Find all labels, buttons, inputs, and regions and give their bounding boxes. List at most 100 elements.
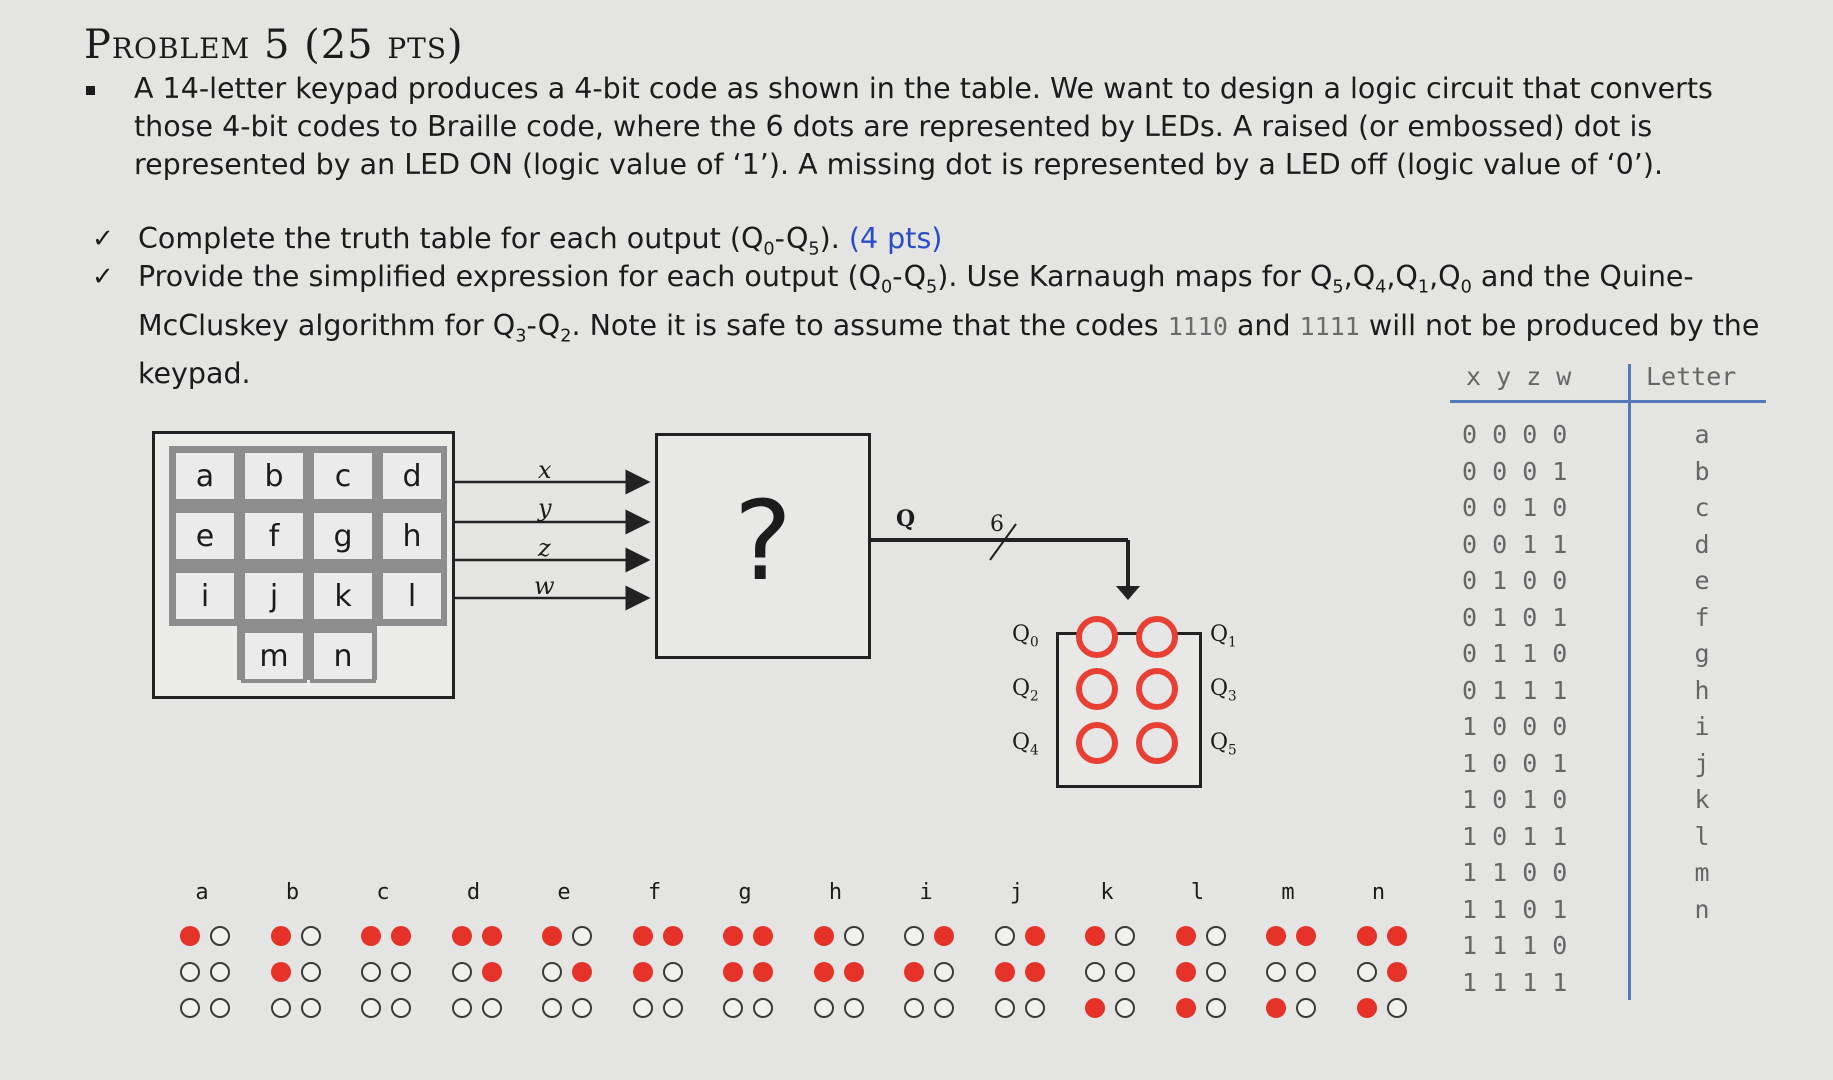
braille-dot xyxy=(361,962,381,982)
braille-dot xyxy=(1085,998,1105,1018)
tt-column-rule xyxy=(1628,364,1631,1000)
braille-dot xyxy=(451,962,472,982)
braille-dot xyxy=(1356,998,1377,1018)
braille-dot xyxy=(542,998,562,1018)
braille-dot xyxy=(572,962,592,982)
braille-dot xyxy=(1386,962,1407,982)
braille-letter-e: e xyxy=(557,880,571,905)
braille-letter-j: j xyxy=(1009,880,1024,905)
braille-dot xyxy=(904,962,924,982)
braille-dot xyxy=(723,926,743,946)
braille-letter-h: h xyxy=(828,880,843,905)
sub: 2 xyxy=(560,326,572,347)
braille-dot xyxy=(904,998,924,1018)
tt-header-letter: Letter xyxy=(1646,362,1737,391)
led-q3 xyxy=(1136,668,1178,710)
braille-dot xyxy=(300,926,321,946)
braille-dot xyxy=(723,962,743,982)
tt-code: 0 0 1 0 xyxy=(1462,493,1568,522)
braille-dot xyxy=(1266,926,1286,946)
tt-letter: m xyxy=(1694,858,1710,887)
problem-title: Problem 5 (25 pts) xyxy=(84,22,464,68)
tt-letter: g xyxy=(1694,639,1710,668)
sub: 1 xyxy=(1417,277,1430,298)
led-q0 xyxy=(1076,616,1118,658)
braille-dot xyxy=(300,962,321,982)
t: ). xyxy=(819,222,849,255)
tt-letter: h xyxy=(1694,675,1710,705)
task-2: Provide the simplified expression for ea… xyxy=(138,258,1788,393)
braille-dot xyxy=(843,998,864,1018)
braille-dot xyxy=(1085,962,1105,982)
t: and xyxy=(1227,308,1300,342)
tt-code: 0 0 0 1 xyxy=(1462,456,1568,486)
braille-dot xyxy=(300,998,321,1018)
braille-letter-c: c xyxy=(376,880,390,905)
braille-dot xyxy=(1356,962,1377,982)
braille-dot xyxy=(1205,998,1226,1018)
sub: 0 xyxy=(1030,634,1039,651)
t: -Q xyxy=(892,260,927,293)
intro-paragraph: A 14-letter keypad produces a 4-bit code… xyxy=(134,72,1713,181)
braille-dot xyxy=(481,998,502,1018)
braille-dot xyxy=(451,998,472,1018)
t: and the Quine-McCluskey algorithm for Q xyxy=(138,260,1694,342)
code-1111: 1111 xyxy=(1299,311,1360,341)
braille-dot xyxy=(843,926,864,946)
sub: 5 xyxy=(1228,742,1237,759)
braille-dot xyxy=(542,926,562,946)
braille-dot xyxy=(753,962,773,982)
tt-letter: l xyxy=(1694,821,1710,851)
braille-dot xyxy=(632,998,653,1018)
sub: 5 xyxy=(1332,277,1344,298)
tt-code: 1 1 0 1 xyxy=(1462,894,1568,924)
tt-code: 1 0 0 0 xyxy=(1462,712,1568,741)
bullet-marker xyxy=(86,86,95,95)
tt-letter: n xyxy=(1694,894,1710,924)
sub: 4 xyxy=(1375,277,1387,298)
braille-dot xyxy=(632,926,653,946)
key-b: b xyxy=(241,449,307,503)
tt-code: 1 0 0 1 xyxy=(1462,748,1568,778)
t: -Q xyxy=(526,308,561,342)
braille-dot xyxy=(572,998,592,1018)
braille-letter-g: g xyxy=(738,880,752,905)
sub: 5 xyxy=(808,239,820,260)
key-f: f xyxy=(241,509,307,563)
braille-dot xyxy=(632,962,653,982)
braille-letter-n: n xyxy=(1371,880,1386,905)
braille-dot xyxy=(1085,926,1105,946)
tt-code: 1 1 1 0 xyxy=(1462,931,1568,960)
t: . Note it is safe to assume that the cod… xyxy=(571,308,1168,342)
key-n: n xyxy=(310,629,376,683)
bus-width: 6 xyxy=(990,512,1004,537)
tt-letter: k xyxy=(1694,785,1710,814)
braille-dot xyxy=(813,962,834,982)
key-h: h xyxy=(379,509,445,563)
points: (4 pts) xyxy=(848,222,943,255)
t: ,Q xyxy=(1386,260,1418,293)
braille-dot xyxy=(934,926,954,946)
braille-dot xyxy=(1266,962,1286,982)
t: will not be produced by the keypad. xyxy=(138,308,1760,391)
braille-letter-f: f xyxy=(647,880,662,905)
braille-dot xyxy=(180,962,200,982)
braille-dot xyxy=(180,926,200,946)
t: ,Q xyxy=(1429,260,1461,293)
tt-code: 1 0 1 1 xyxy=(1462,821,1568,851)
tt-letter: b xyxy=(1694,456,1710,486)
tt-code: 0 1 1 0 xyxy=(1462,639,1568,668)
key-i: i xyxy=(172,569,238,623)
sub: 4 xyxy=(1030,742,1039,759)
braille-dot xyxy=(391,998,411,1018)
led-q4 xyxy=(1076,722,1118,764)
braille-letter-b: b xyxy=(285,880,300,905)
braille-dot xyxy=(1296,998,1316,1018)
braille-dot xyxy=(481,926,502,946)
braille-dot xyxy=(270,926,291,946)
t: ,Q xyxy=(1343,260,1376,293)
braille-letter-l: l xyxy=(1190,880,1205,905)
braille-dot xyxy=(451,926,472,946)
braille-dot xyxy=(542,962,562,982)
